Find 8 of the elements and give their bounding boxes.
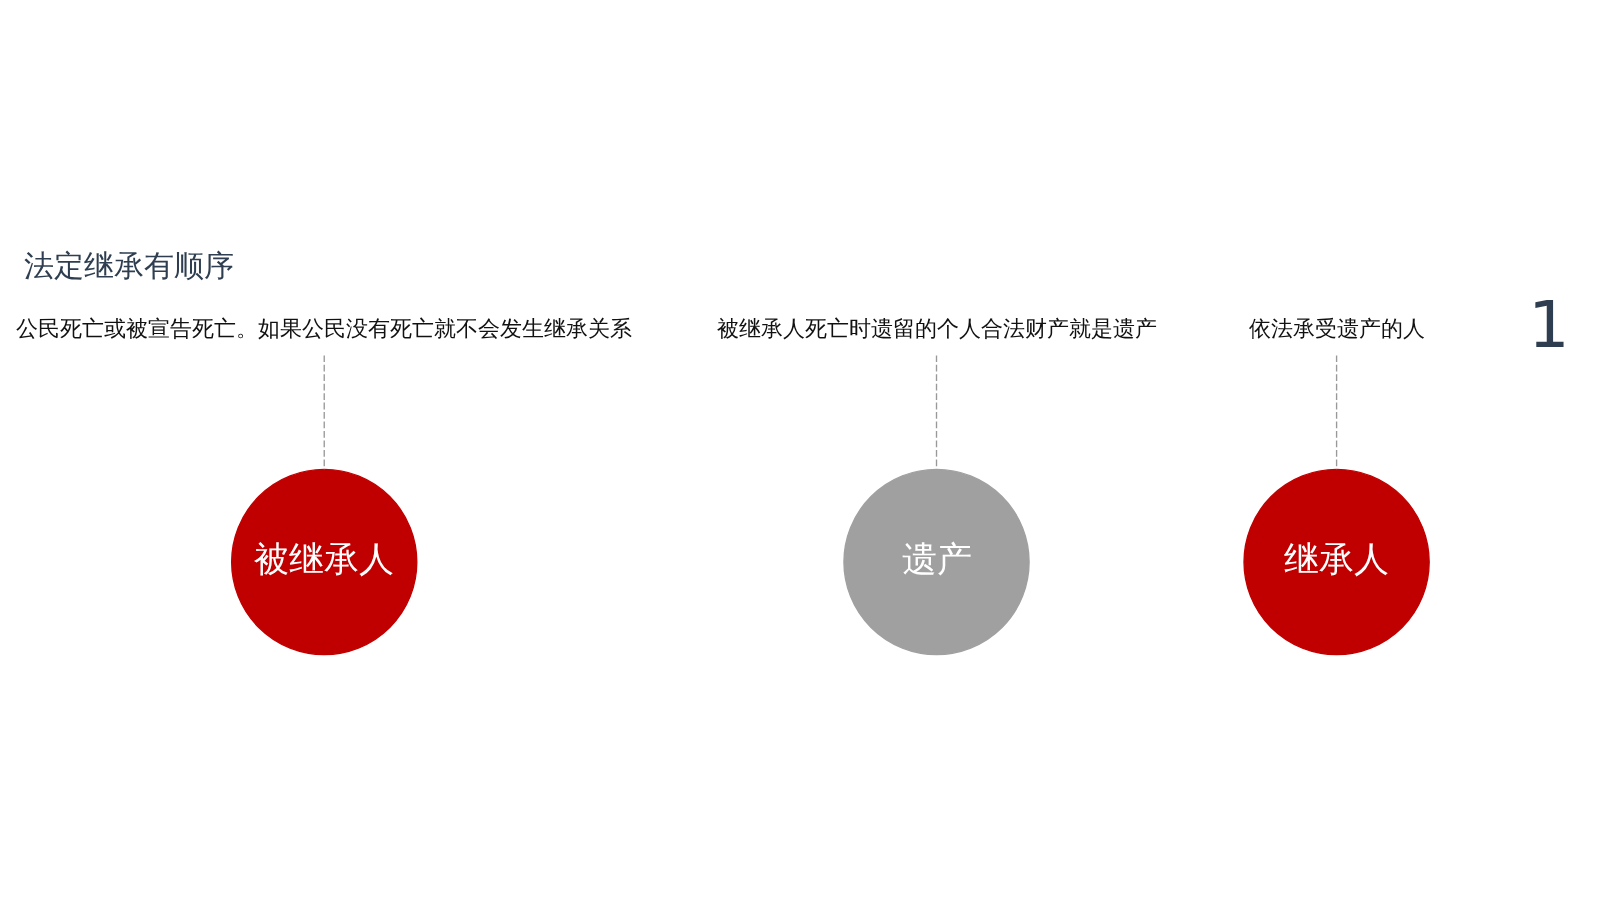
node-circle: 被继承人 [230,468,418,655]
diagram-title: 法定继承有顺序 [23,247,234,283]
node-text: 公民死亡或被宣告死亡。如果公民没有死亡就不会发生继承关系 [16,315,633,341]
label: 1 [1528,286,1570,362]
node-circle: 遗产 [843,468,1030,655]
node-text: 被继承人死亡时遗留的个人合法财产就是遗产 [716,315,1157,341]
node-text: 依法承受遗产的人 [1248,315,1425,341]
node-circle: 继承人 [1243,468,1430,655]
